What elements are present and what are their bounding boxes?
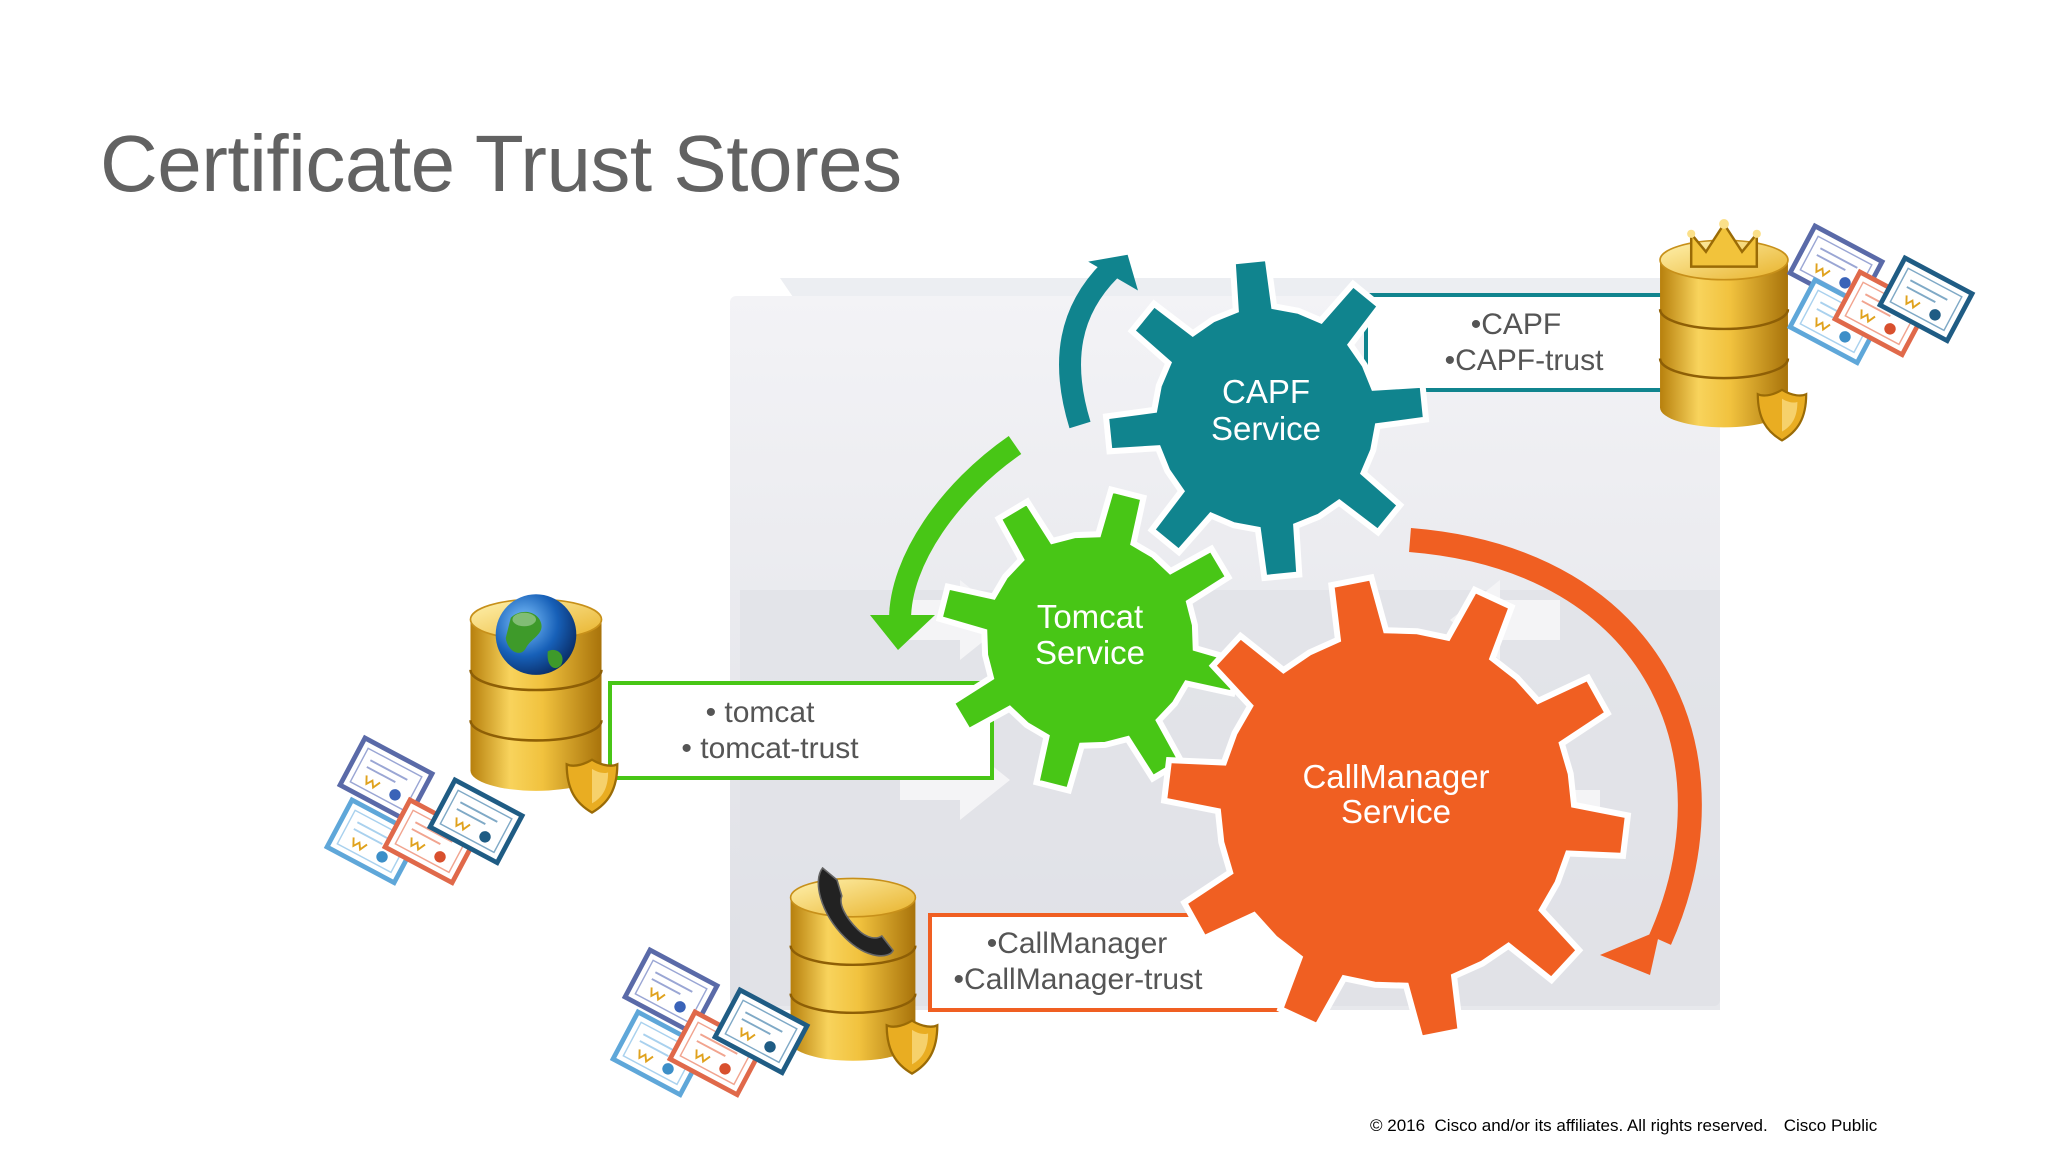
slide-title: Certificate Trust Stores	[100, 119, 902, 208]
tomcat-shield-icon	[565, 758, 619, 814]
capf-trust-store-item: •CAPF-trust	[1445, 344, 1605, 377]
tomcat-service-label: Tomcat	[1037, 598, 1143, 635]
green-cycle-arrow	[889, 435, 1022, 621]
slide-footer: © 2016 Cisco and/or its affiliates. All …	[1370, 1116, 1877, 1136]
capf-service-gear-icon	[1102, 254, 1430, 582]
capf-store-label: •CAPF •CAPF-trust	[1364, 293, 1668, 392]
green-arrowhead-icon	[870, 615, 935, 650]
globe-icon	[495, 594, 577, 675]
capf-shield-icon	[1756, 388, 1808, 442]
tomcat-store-label: • tomcat • tomcat-trust	[608, 681, 994, 780]
capf-database-icon	[1658, 219, 1790, 429]
tomcat-database-icon	[469, 594, 603, 793]
crown-icon	[1687, 219, 1761, 268]
tomcat-trust-store-item: • tomcat-trust	[681, 732, 859, 765]
callmanager-store-item: •CallManager	[987, 927, 1168, 960]
capf-service-label-line2: Service	[1211, 410, 1321, 447]
callmanager-store-label: •CallManager •CallManager-trust	[928, 913, 1304, 1012]
callmanager-shield-icon	[885, 1019, 939, 1075]
callmanager-service-label: CallManager	[1302, 758, 1489, 795]
orange-arrowhead-icon	[1600, 930, 1660, 975]
phone-handset-icon	[817, 866, 894, 957]
callmanager-service-label-line2: Service	[1341, 793, 1451, 830]
capf-service-label: CAPF	[1222, 373, 1310, 410]
tomcat-service-gear-icon	[935, 485, 1245, 795]
capf-certificates-icon	[1790, 226, 1972, 363]
callmanager-database-icon	[789, 866, 917, 1063]
classification-text: Cisco Public	[1783, 1116, 1878, 1135]
callmanager-trust-store-item: •CallManager-trust	[954, 963, 1204, 996]
teal-arrowhead-icon	[1088, 254, 1138, 291]
teal-cycle-arrow	[1059, 262, 1118, 429]
callmanager-service-gear-icon	[1160, 573, 1632, 1043]
tomcat-store-item: • tomcat	[706, 696, 816, 729]
tomcat-service-label-line2: Service	[1035, 634, 1145, 671]
copyright-text: © 2016 Cisco and/or its affiliates. All …	[1370, 1116, 1768, 1135]
orange-cycle-arrow	[1409, 528, 1702, 945]
capf-store-item: •CAPF	[1471, 308, 1562, 341]
